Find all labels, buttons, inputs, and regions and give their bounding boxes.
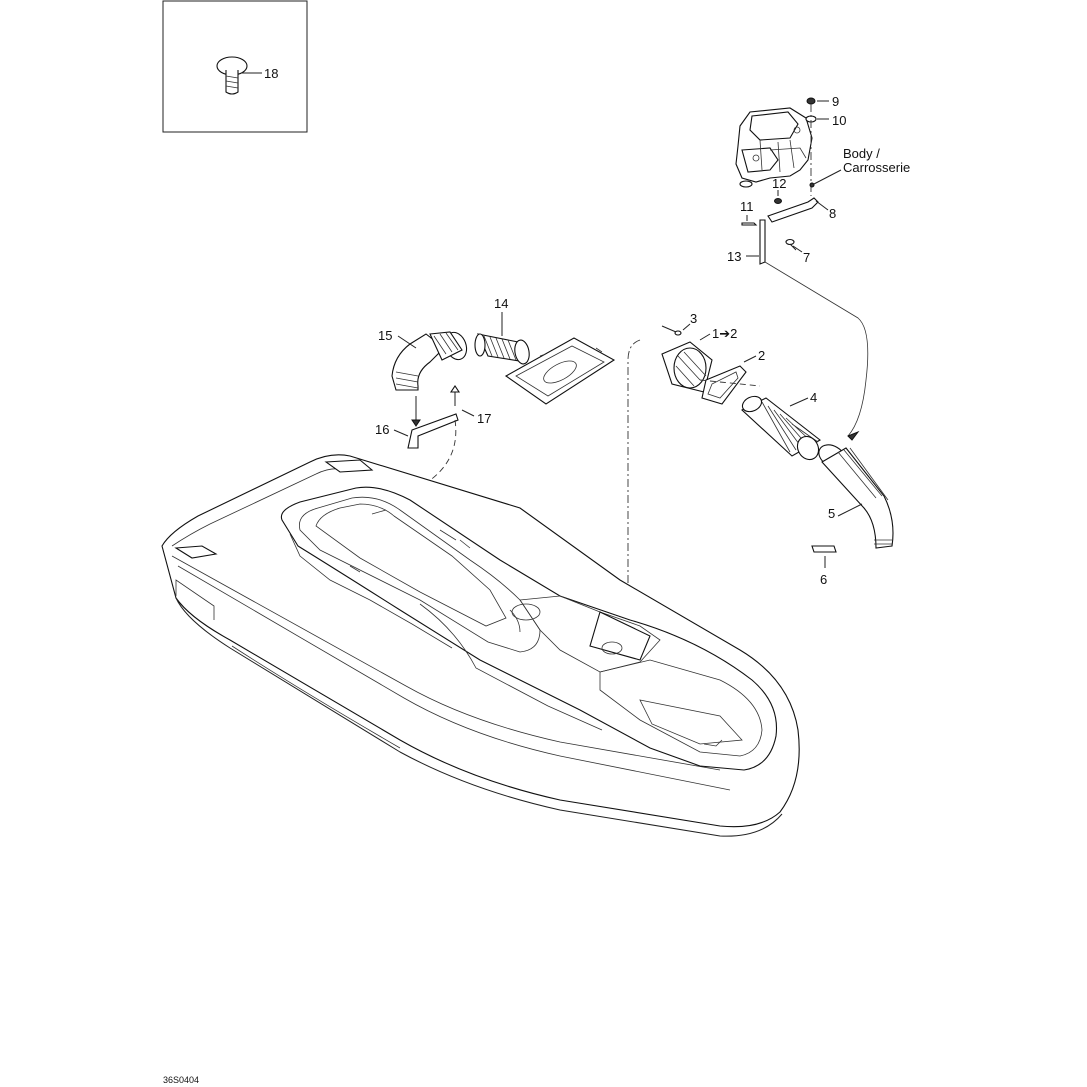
callout-15: 15	[378, 328, 392, 343]
screw-part-18	[216, 56, 248, 95]
callout-5: 5	[828, 506, 835, 521]
hose-part-14: 14	[474, 296, 530, 365]
clip-part-11: 11	[740, 199, 758, 226]
strap-part-13: 13	[727, 219, 766, 265]
callout-12: 12	[772, 176, 786, 191]
intake-plate	[504, 337, 616, 405]
bracket-part-8: 8	[767, 197, 836, 223]
body-note-line2: Carrosserie	[843, 160, 910, 175]
callout-6: 6	[820, 572, 827, 587]
adapter-part-1: 1➔2	[661, 326, 737, 393]
body-note-line1: Body /	[843, 146, 880, 161]
elbow-part-15: 15	[378, 328, 468, 391]
engine-assembly	[735, 107, 813, 188]
hull	[161, 454, 800, 837]
clamp-part-3: 3	[661, 311, 697, 336]
callout-4: 4	[810, 390, 817, 405]
callout-11: 11	[740, 199, 754, 214]
callout-2: 2	[758, 348, 765, 363]
clip-part-6: 6	[811, 545, 837, 587]
elbow-part-5: 5	[818, 444, 894, 549]
callout-3: 3	[690, 311, 697, 326]
callout-9: 9	[832, 94, 839, 109]
fastener-part-12: 12	[772, 176, 786, 204]
callout-14: 14	[494, 296, 508, 311]
guide-2-to-4	[699, 379, 761, 387]
callout-16: 16	[375, 422, 389, 437]
body-note: Body / Carrosserie	[809, 146, 910, 188]
callout-10: 10	[832, 113, 846, 128]
arrow-strap	[847, 430, 860, 441]
screw-part-7: 7	[785, 238, 810, 265]
callout-1: 1➔2	[712, 326, 737, 341]
leader-strap-to-hose	[764, 261, 869, 437]
inset-box: 18	[162, 0, 308, 133]
clip-part-17: 17	[449, 385, 491, 426]
nut-part-9: 9	[806, 94, 839, 109]
callout-18: 18	[264, 66, 278, 81]
gasket-part-2: 2	[701, 348, 765, 405]
bracket-part-16: 16	[375, 396, 459, 449]
hose-part-4: 4	[741, 390, 821, 461]
washer-part-10: 10	[805, 113, 846, 128]
callout-13: 13	[727, 249, 741, 264]
callout-17: 17	[477, 411, 491, 426]
callout-8: 8	[829, 206, 836, 221]
leader-adapter-to-hull	[627, 339, 641, 590]
callout-7: 7	[803, 250, 810, 265]
figure-reference: 36S0404	[163, 1075, 199, 1085]
